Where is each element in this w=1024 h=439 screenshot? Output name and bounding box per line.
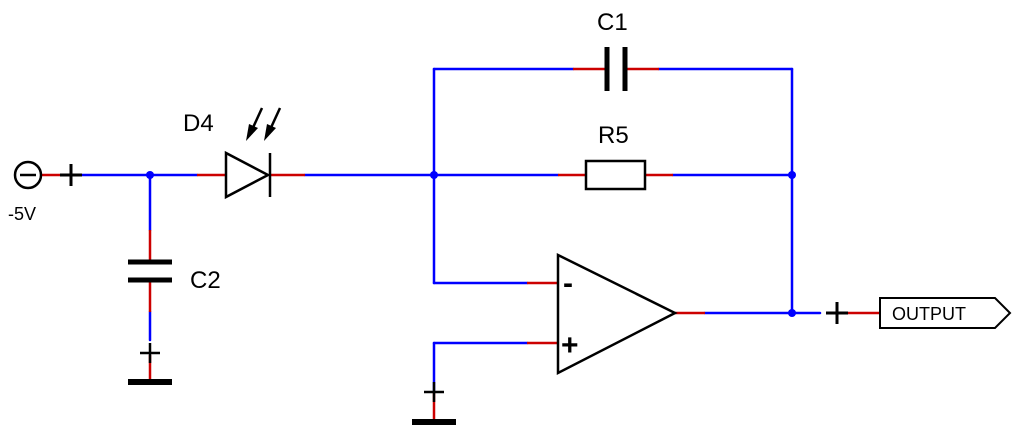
junction-dot	[146, 171, 154, 179]
bypass-capacitor-icon	[128, 259, 172, 283]
junctions	[146, 171, 796, 317]
source-label: -5V	[8, 204, 36, 224]
opamp-noninverting-sign: +	[561, 329, 579, 362]
terminal-plus-icon	[826, 302, 848, 324]
opamp-icon	[556, 252, 678, 376]
terminal-plus-icon	[60, 164, 82, 186]
feedback-capacitor-icon	[604, 47, 628, 91]
junction-dot	[788, 309, 796, 317]
junction-dot	[788, 171, 796, 179]
ground-icon	[128, 343, 172, 385]
resistor-icon	[584, 159, 647, 191]
photodiode-label: D4	[183, 110, 214, 137]
bypass-capacitor-label: C2	[190, 267, 221, 294]
junction-dot	[430, 171, 438, 179]
output-port-label: OUTPUT	[892, 304, 966, 324]
photodiode-icon	[224, 107, 282, 200]
ground-icon	[412, 382, 456, 425]
feedback-capacitor-label: C1	[597, 9, 628, 36]
opamp-inverting-sign: -	[563, 267, 573, 300]
voltage-source-minus-icon	[13, 160, 43, 190]
output-port-icon	[879, 297, 1012, 329]
pin-stubs	[42, 67, 880, 420]
feedback-resistor-label: R5	[598, 122, 629, 149]
